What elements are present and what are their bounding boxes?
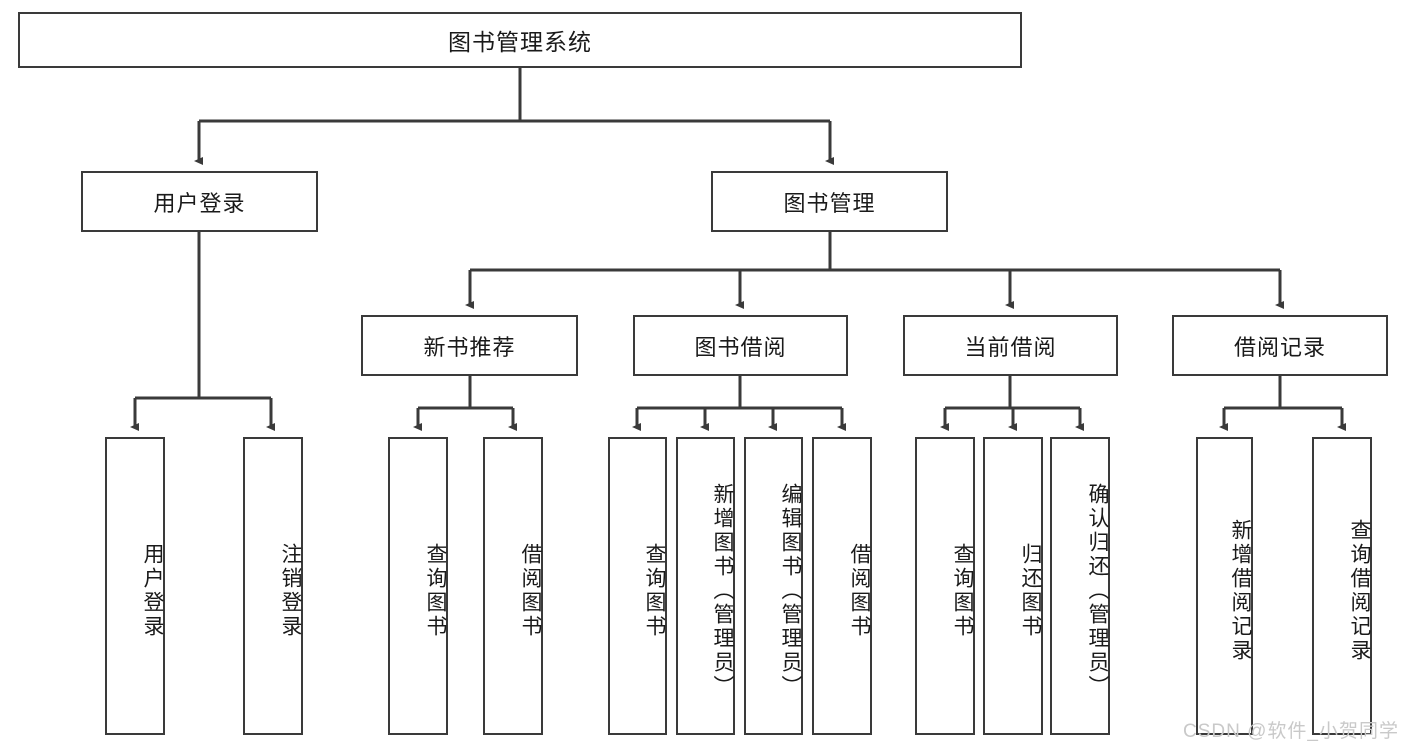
node-leaf-borrow-book-1[interactable]: 借阅图书	[483, 437, 543, 735]
node-label: 归还图书	[1019, 543, 1042, 639]
node-label: 新增借阅记录	[1229, 519, 1252, 663]
node-leaf-query-record[interactable]: 查询借阅记录	[1312, 437, 1372, 735]
node-leaf-query-book-2[interactable]: 查询图书	[608, 437, 667, 735]
node-label: 确认归还（管理员）	[1086, 483, 1109, 699]
node-label: 用户登录	[141, 543, 164, 639]
node-label: 查询图书	[424, 543, 447, 639]
node-leaf-user-logout[interactable]: 注销登录	[243, 437, 303, 735]
node-leaf-add-record[interactable]: 新增借阅记录	[1196, 437, 1253, 735]
node-leaf-user-login[interactable]: 用户登录	[105, 437, 165, 735]
node-leaf-query-book-3[interactable]: 查询图书	[915, 437, 975, 735]
node-label: 编辑图书（管理员）	[779, 483, 802, 699]
node-leaf-add-book[interactable]: 新增图书（管理员）	[676, 437, 735, 735]
node-book-borrow[interactable]: 图书借阅	[633, 315, 848, 376]
node-book-management[interactable]: 图书管理	[711, 171, 948, 232]
node-label: 查询图书	[643, 543, 666, 639]
node-leaf-borrow-book-2[interactable]: 借阅图书	[812, 437, 872, 735]
node-label: 新增图书（管理员）	[711, 483, 734, 699]
node-label: 查询图书	[951, 543, 974, 639]
node-book-management-system[interactable]: 图书管理系统	[18, 12, 1022, 68]
node-label: 借阅图书	[519, 543, 542, 639]
node-leaf-confirm-return[interactable]: 确认归还（管理员）	[1050, 437, 1110, 735]
node-current-borrow[interactable]: 当前借阅	[903, 315, 1118, 376]
node-borrow-record[interactable]: 借阅记录	[1172, 315, 1388, 376]
node-new-book-recommend[interactable]: 新书推荐	[361, 315, 578, 376]
node-label: 查询借阅记录	[1348, 519, 1371, 663]
node-leaf-query-book-1[interactable]: 查询图书	[388, 437, 448, 735]
node-label: 借阅图书	[848, 543, 871, 639]
watermark-text: CSDN @软件_小贺同学	[1183, 721, 1399, 742]
node-user-login[interactable]: 用户登录	[81, 171, 318, 232]
node-leaf-edit-book[interactable]: 编辑图书（管理员）	[744, 437, 803, 735]
node-label: 注销登录	[279, 543, 302, 639]
node-leaf-return-book[interactable]: 归还图书	[983, 437, 1043, 735]
